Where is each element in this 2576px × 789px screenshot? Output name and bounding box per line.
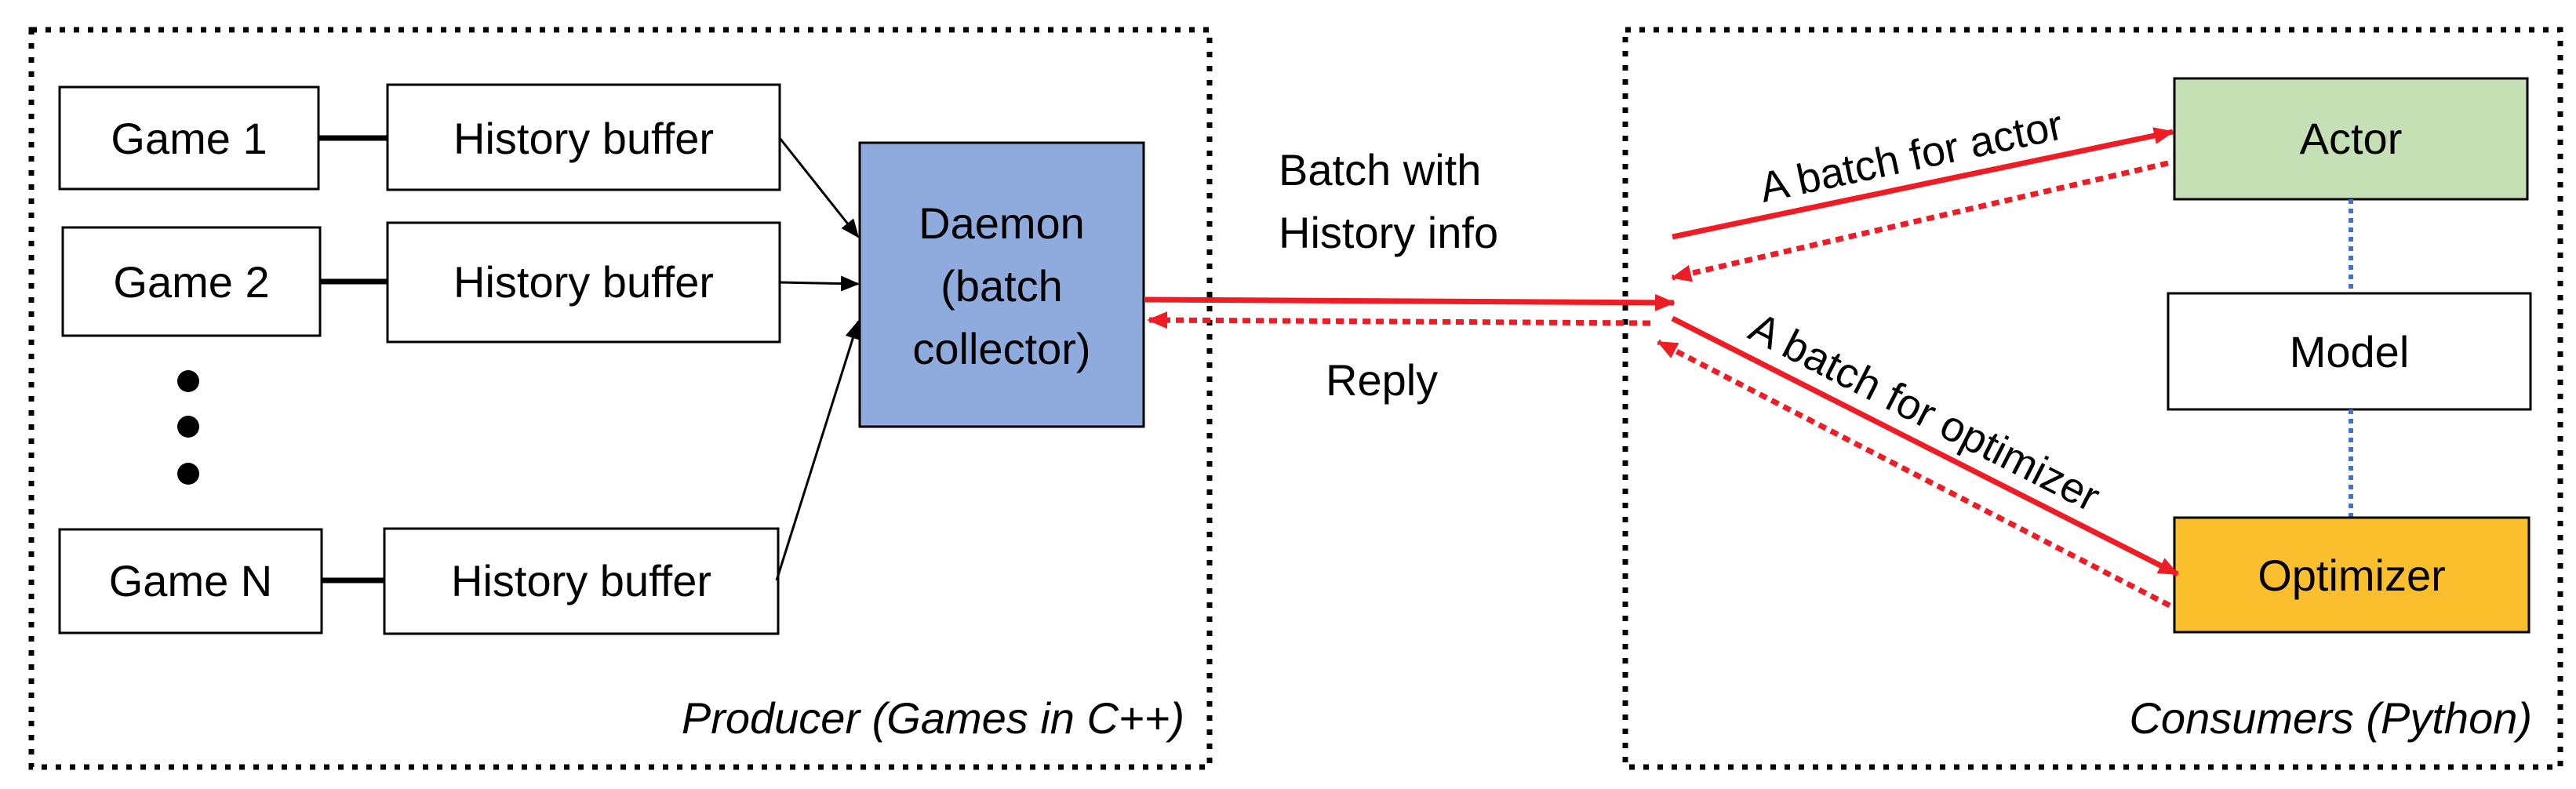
game-n-label: Game N	[109, 556, 273, 605]
game-2: Game 2	[61, 226, 322, 337]
arrow-buffer-2-daemon	[779, 275, 860, 292]
batch-label-line-2: History info	[1279, 208, 1498, 257]
history-buffer-n: History buffer	[383, 527, 780, 635]
buffer-daemon-arrows	[775, 137, 860, 581]
consumers-caption: Consumers (Python)	[2129, 693, 2532, 743]
game-1: Game 1	[58, 85, 320, 191]
actor-arrows	[1671, 127, 2174, 282]
history-buffer-n-box	[383, 527, 780, 635]
transfer-arrows	[1144, 293, 1675, 329]
batch-label-line-1: Batch with	[1279, 145, 1481, 195]
history-buffer-2: History buffer	[386, 221, 781, 344]
history-buffer-1: History buffer	[386, 83, 781, 191]
actor-label: Actor	[2300, 114, 2403, 163]
model: Model	[2167, 292, 2532, 411]
optimizer-batch-arrow	[1671, 315, 2179, 577]
optimizer-label: Optimizer	[2258, 551, 2446, 600]
history-buffer-n-label: History buffer	[451, 556, 711, 605]
producer-panel: Producer (Games in C++)	[28, 27, 1213, 770]
game-2-label: Game 2	[113, 257, 269, 307]
history-buffer-2-label: History buffer	[453, 257, 714, 307]
arrow-buffer-n-daemon	[775, 320, 860, 581]
history-buffer-1-box	[386, 83, 781, 191]
producer-caption: Producer (Games in C++)	[682, 693, 1184, 743]
producer-border	[28, 27, 1213, 770]
daemon-label-line-1: Daemon	[919, 198, 1085, 248]
game-2-box	[61, 226, 322, 337]
history-buffer-2-box	[386, 221, 781, 344]
game-n: Game N	[58, 528, 323, 634]
optimizer-arrows	[1657, 315, 2179, 609]
arrow-buffer-1-daemon	[778, 137, 860, 238]
daemon: Daemon (batch collector)	[858, 141, 1145, 428]
reply-arrow	[1147, 311, 1651, 329]
dot-1	[177, 370, 199, 392]
optimizer-box	[2173, 516, 2531, 634]
history-buffer-1-label: History buffer	[453, 114, 714, 163]
model-label: Model	[2290, 327, 2410, 376]
game-1-label: Game 1	[111, 114, 267, 163]
daemon-box	[858, 141, 1145, 428]
optimizer-reply-arrow	[1657, 339, 2171, 609]
game-n-box	[58, 528, 323, 634]
consumers-panel: Consumers (Python)	[1622, 27, 2563, 770]
game-1-box	[58, 85, 320, 191]
model-box	[2167, 292, 2532, 411]
actor-reply-arrow	[1671, 160, 2169, 282]
dot-3	[177, 463, 199, 485]
dot-2	[177, 416, 199, 438]
ellipsis-dots	[177, 370, 199, 485]
reply-label: Reply	[1326, 355, 1438, 405]
actor: Actor	[2173, 77, 2529, 201]
batch-arrow	[1144, 293, 1675, 311]
actor-batch-arrow	[1672, 127, 2174, 240]
daemon-label-line-3: collector)	[912, 324, 1090, 373]
daemon-label-line-2: (batch	[941, 261, 1063, 311]
consumers-border	[1622, 27, 2563, 770]
game-buffer-links	[318, 135, 387, 584]
optimizer: Optimizer	[2173, 516, 2531, 634]
